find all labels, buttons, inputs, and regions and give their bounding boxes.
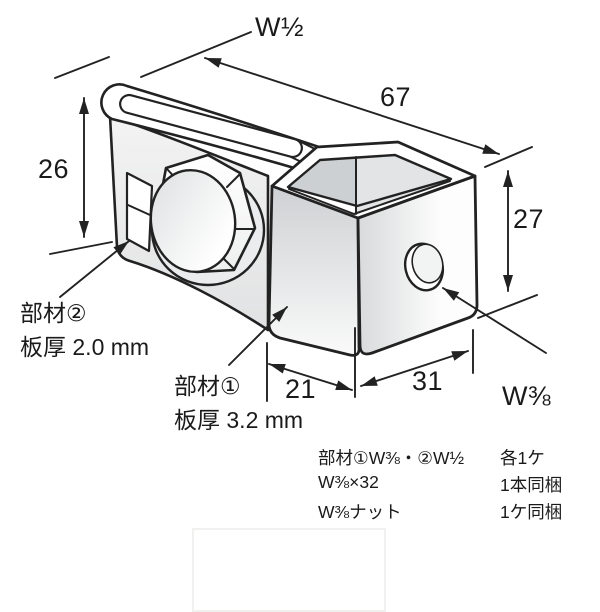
spec-row: W⅜×32 1本同梱 (318, 472, 588, 495)
spec-row: W⅜ナット 1ケ同梱 (318, 499, 588, 522)
spec-item: 部材①W⅜・②W½ (318, 448, 465, 468)
spec-qty: 各1ケ (500, 448, 545, 468)
part2-name-label: 部材② (20, 300, 87, 326)
dim-label-26: 26 (38, 154, 70, 184)
part2-tab (125, 171, 154, 253)
part1-cavity-edges (288, 156, 451, 215)
part1-hole-bore (411, 243, 444, 284)
dim-w38-leader (442, 287, 547, 354)
dim-27-ext-bottom (477, 294, 538, 319)
dim-26-ext-top (54, 56, 110, 79)
dim-label-31: 31 (412, 366, 444, 396)
part1-name-label: 部材① (174, 373, 241, 399)
part2-leader (59, 240, 130, 298)
spec-qty: 1本同梱 (500, 475, 563, 495)
spec-item: W⅜ナット (318, 502, 402, 522)
dim-67-ext-right (484, 146, 533, 168)
bolt-chamfer-circle (149, 168, 237, 274)
dim-whalf-leader (140, 31, 252, 78)
dim-label-whalf: W½ (255, 12, 305, 42)
part1-leader (228, 306, 288, 366)
part1-socket-drawing (267, 140, 479, 357)
part2-tab-fold (127, 204, 151, 216)
bolt-hex-facets (166, 168, 255, 270)
dim-label-67: 67 (380, 82, 412, 112)
part1-cavity-outline (286, 153, 453, 208)
dim-label-21: 21 (285, 374, 317, 404)
part2-thickness-label: 板厚 2.0 mm (20, 334, 150, 360)
dim-26-ext-bottom (49, 241, 113, 255)
dim-label-27: 27 (513, 204, 545, 234)
spec-row: 部材①W⅜・②W½ 各1ケ (318, 445, 588, 468)
dim-21-line (268, 363, 353, 391)
dim-31-line (360, 350, 469, 387)
spec-item: W⅜×32 (318, 472, 379, 492)
dimension-lines (49, 31, 547, 402)
part1-thickness-label: 板厚 3.2 mm (174, 407, 304, 433)
dim-label-w38: W⅜ (502, 381, 552, 411)
dim-67-line (204, 57, 500, 155)
faint-bottom-box (192, 528, 386, 612)
spec-qty: 1ケ同梱 (500, 502, 563, 522)
